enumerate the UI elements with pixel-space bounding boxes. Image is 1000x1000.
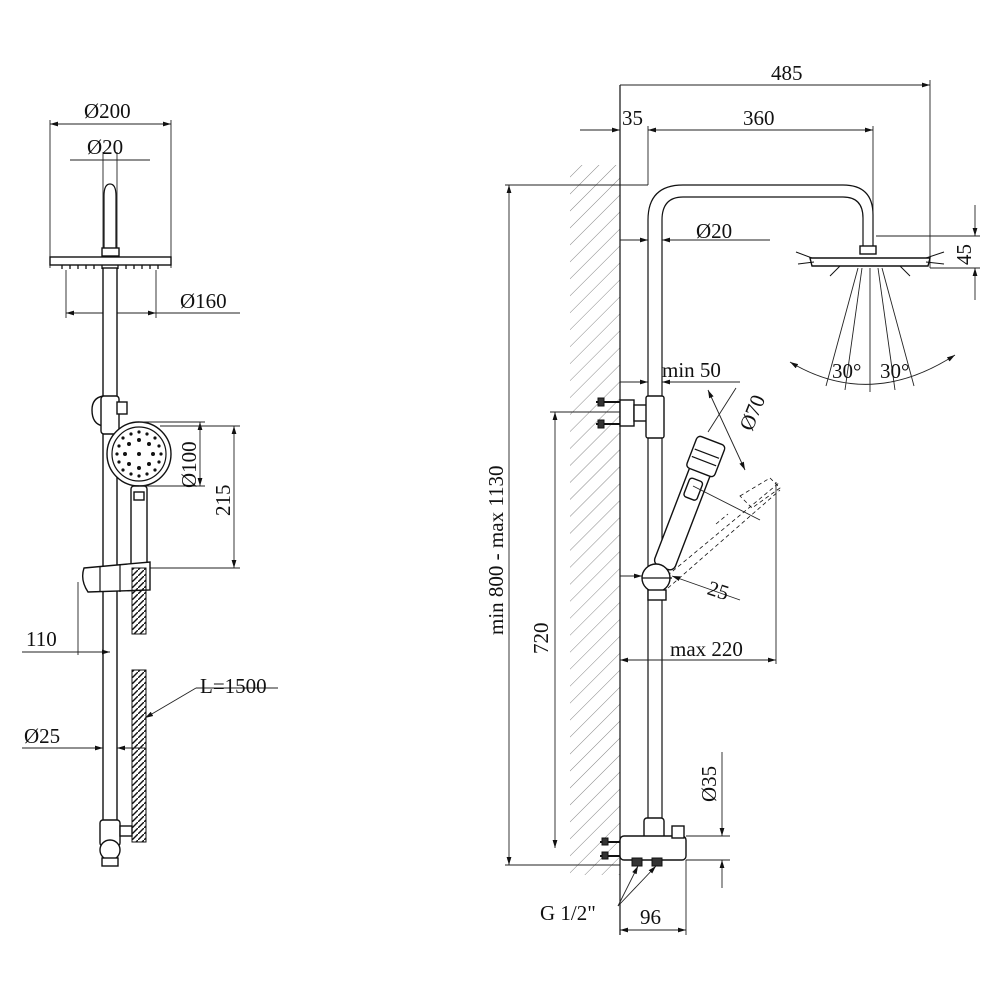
- side-spray-angle-left-label: 30°: [832, 359, 861, 383]
- side-bracket-offset-label: min 50: [662, 358, 721, 382]
- side-spray-cone: [789, 267, 956, 392]
- side-view: 485 35 360 Ø20 45: [484, 61, 980, 935]
- side-wall-hatch: [570, 165, 620, 875]
- side-hand-diameter-label: Ø70: [734, 391, 770, 434]
- side-total-reach-label: 485: [771, 61, 803, 85]
- side-mixer: [600, 817, 687, 867]
- side-arm-diameter-label: Ø20: [696, 219, 732, 243]
- front-head-inner-diameter-label: Ø160: [180, 289, 227, 313]
- front-rail-offset-label: 110: [26, 627, 57, 651]
- front-arm-diameter-label: Ø20: [87, 135, 123, 159]
- front-hand-hose: [131, 567, 147, 635]
- side-connection-thread-label: G 1/2": [540, 901, 596, 925]
- side-height-range-label: min 800 - max 1130: [484, 465, 508, 635]
- front-view: Ø200 Ø20 Ø160: [22, 99, 278, 867]
- front-head-disc: [49, 256, 172, 266]
- front-hose-length-label: L=1500: [200, 674, 267, 698]
- side-head-height-label: 45: [952, 244, 976, 265]
- side-shower-head: [809, 257, 931, 267]
- side-wall-bracket: [596, 395, 665, 439]
- front-upper-bracket: [91, 395, 104, 427]
- side-mixer-depth-label: 96: [640, 905, 661, 929]
- side-spray-angle-right-label: 30°: [880, 359, 909, 383]
- front-hand-to-holder-label: 215: [211, 485, 235, 517]
- side-hand-alt-position: [661, 477, 781, 589]
- side-hand-shower: [653, 435, 726, 571]
- front-hand-diameter-label: Ø100: [177, 441, 201, 488]
- side-holder-offset-label: 25: [705, 576, 732, 605]
- front-valve-knob: [99, 839, 121, 861]
- front-long-hose: [131, 669, 147, 843]
- front-rail-diameter-label: Ø25: [24, 724, 60, 748]
- side-wall-offset-label: 35: [622, 106, 643, 130]
- front-shower-arm: [103, 183, 117, 251]
- front-head-nozzles: [61, 265, 159, 269]
- front-hand-shower-nozzles: [115, 430, 163, 478]
- side-max-reach-label: max 220: [670, 637, 743, 661]
- front-rail: [102, 267, 118, 834]
- front-head-diameter-label: Ø200: [84, 99, 131, 123]
- side-mixer-diameter-label: Ø35: [697, 766, 721, 802]
- side-bracket-height-label: 720: [529, 623, 553, 655]
- side-arm-length-label: 360: [743, 106, 775, 130]
